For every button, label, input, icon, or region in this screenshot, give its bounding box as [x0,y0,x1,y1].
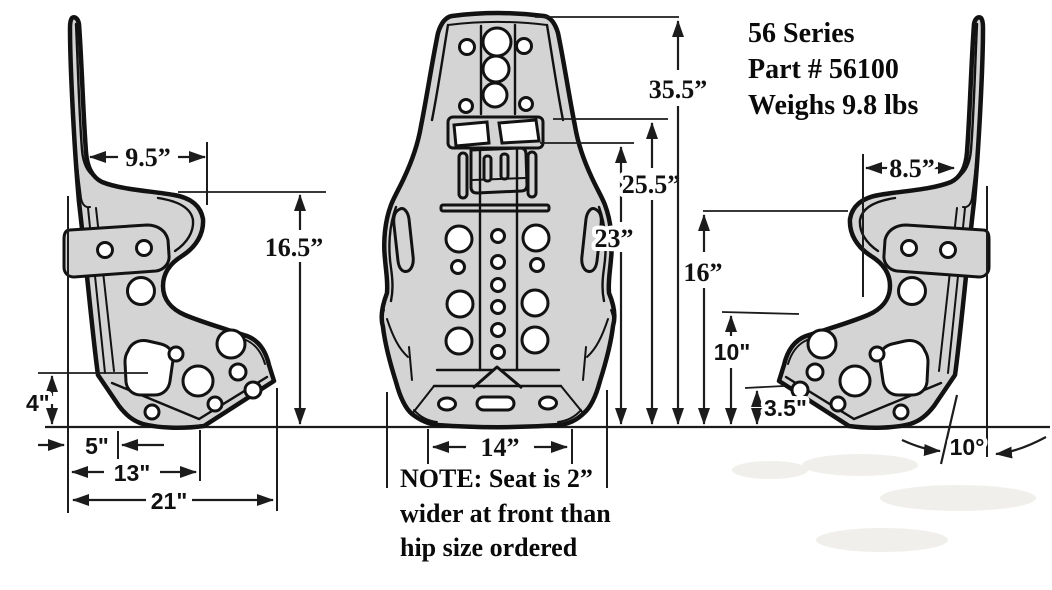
note-block: NOTE: Seat is 2” wider at front than hip… [400,464,611,562]
dim-front-pan-width: 14” [427,429,573,466]
dim-left-back-height: 16.5” [178,191,327,425]
note-line-3: hip size ordered [400,533,578,562]
front-view [379,10,617,430]
dim-overall-height: 35.5” [535,16,711,425]
dim-left-overall-depth: 21" [72,388,278,518]
dim-right-shoulder-width: 8.5” [862,150,955,297]
dim-rear-lip-height: 3.5" [744,385,811,425]
title-part-number: Part # 56100 [748,54,899,85]
note-line-2: wider at front than [400,499,611,528]
dim-left-front-setback: 5" [38,429,164,463]
dim-left-shoulder-width: 9.5” [89,139,208,205]
belt-slot-left [452,120,491,148]
left-side-view [64,17,274,427]
dim-belt-slot-top-height: 25.5” [553,118,684,425]
dim-label-left-back-height: 16.5” [265,233,324,262]
dim-label-left-front-lip: 4" [26,390,50,416]
dim-label-overall-height: 35.5” [649,75,708,104]
dim-belt-slot-bottom-height: 23” [540,142,638,425]
dim-left-seat-depth: 13" [71,430,201,490]
dim-thigh-height: 10" [710,311,800,425]
cross-bar [439,203,551,213]
background-smudges [732,454,1036,552]
title-weight: Weighs 9.8 lbs [748,90,918,121]
note-line-1: NOTE: Seat is 2” [400,464,593,493]
dim-label-left-front-setback: 5" [85,433,109,459]
dim-label-belt-slot-top: 25.5” [622,170,681,199]
dim-label-right-shoulder-width: 8.5” [889,154,935,183]
belt-slot-right [497,118,541,145]
dim-hip-height: 16” [680,210,848,425]
dim-back-angle: 10° [901,186,1047,465]
dim-label-front-pan-width: 14” [481,433,520,462]
title-block: 56 Series Part # 56100 Weighs 9.8 lbs [748,18,918,121]
dim-label-thigh-height: 10" [714,339,751,365]
dim-left-front-lip: 4" [22,372,148,425]
dim-label-hip-height: 16” [684,258,723,287]
dim-label-back-angle: 10° [950,434,985,460]
title-series: 56 Series [748,18,855,49]
center-chevron [472,365,523,390]
dim-label-belt-slot-bottom: 23” [595,224,634,253]
dim-label-left-overall-depth: 21" [151,488,188,514]
dim-label-left-seat-depth: 13" [114,460,151,486]
dim-label-left-shoulder-width: 9.5” [125,143,171,172]
dim-label-rear-lip-height: 3.5" [764,395,807,421]
